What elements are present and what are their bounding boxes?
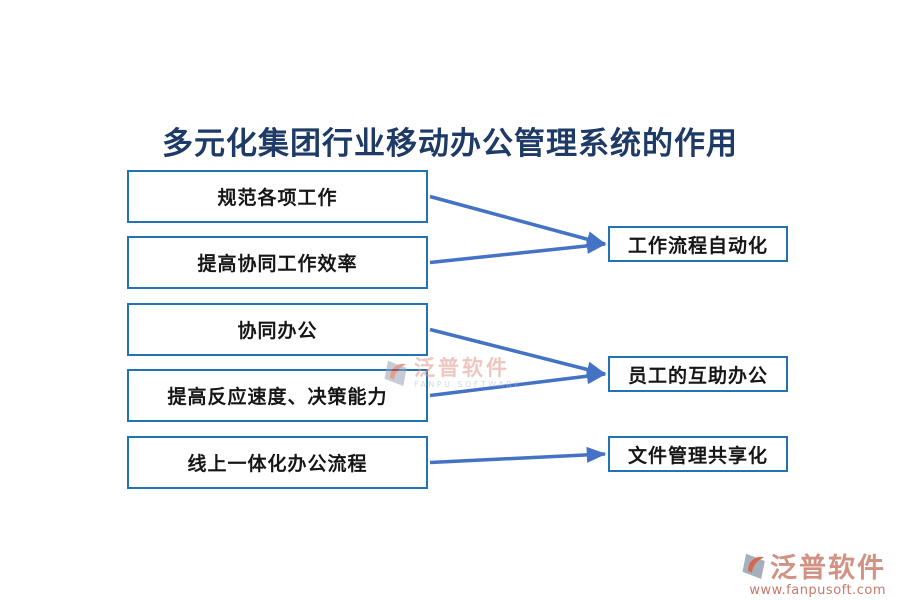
watermark-center: 泛普软件 FANPU SOFTWARE bbox=[383, 357, 522, 389]
left-box-online-integrated-process: 线上一体化办公流程 bbox=[127, 436, 428, 489]
watermark-brand-text: 泛普软件 bbox=[414, 356, 510, 381]
left-box-label: 提高反应速度、决策能力 bbox=[167, 386, 388, 408]
fanpu-logo-icon bbox=[384, 360, 407, 386]
connector-arrow bbox=[429, 237, 607, 265]
watermark-brand-en-text: FANPU SOFTWARE bbox=[414, 379, 522, 389]
left-box-improve-collaboration-efficiency: 提高协同工作效率 bbox=[127, 236, 428, 289]
right-box-employee-mutual-office: 员工的互助办公 bbox=[608, 356, 788, 392]
watermark-brand-text: 泛普软件 bbox=[770, 553, 886, 584]
left-box-label: 规范各项工作 bbox=[217, 187, 338, 209]
right-box-label: 文件管理共享化 bbox=[627, 444, 768, 467]
connector-arrow bbox=[429, 194, 607, 248]
watermark-bottom-right: 泛普软件 www.fanpusoft.com bbox=[741, 546, 886, 598]
diagram-title: 多元化集团行业移动办公管理系统的作用 bbox=[162, 126, 738, 162]
left-box-standardize-work: 规范各项工作 bbox=[127, 170, 428, 223]
left-box-label: 线上一体化办公流程 bbox=[187, 453, 368, 475]
watermark-url-text: www.fanpusoft.com bbox=[749, 583, 886, 598]
fanpu-logo-icon bbox=[742, 553, 765, 579]
right-box-file-management-sharing: 文件管理共享化 bbox=[608, 436, 788, 472]
left-box-label: 协同办公 bbox=[237, 320, 318, 342]
connector-arrow bbox=[429, 446, 607, 465]
right-box-workflow-automation: 工作流程自动化 bbox=[608, 226, 788, 262]
right-box-label: 员工的互助办公 bbox=[627, 364, 768, 387]
right-box-label: 工作流程自动化 bbox=[627, 234, 768, 257]
left-box-label: 提高协同工作效率 bbox=[197, 253, 358, 275]
left-box-reaction-decision-ability: 提高反应速度、决策能力 bbox=[127, 369, 428, 422]
left-box-collaborative-office: 协同办公 bbox=[127, 303, 428, 356]
